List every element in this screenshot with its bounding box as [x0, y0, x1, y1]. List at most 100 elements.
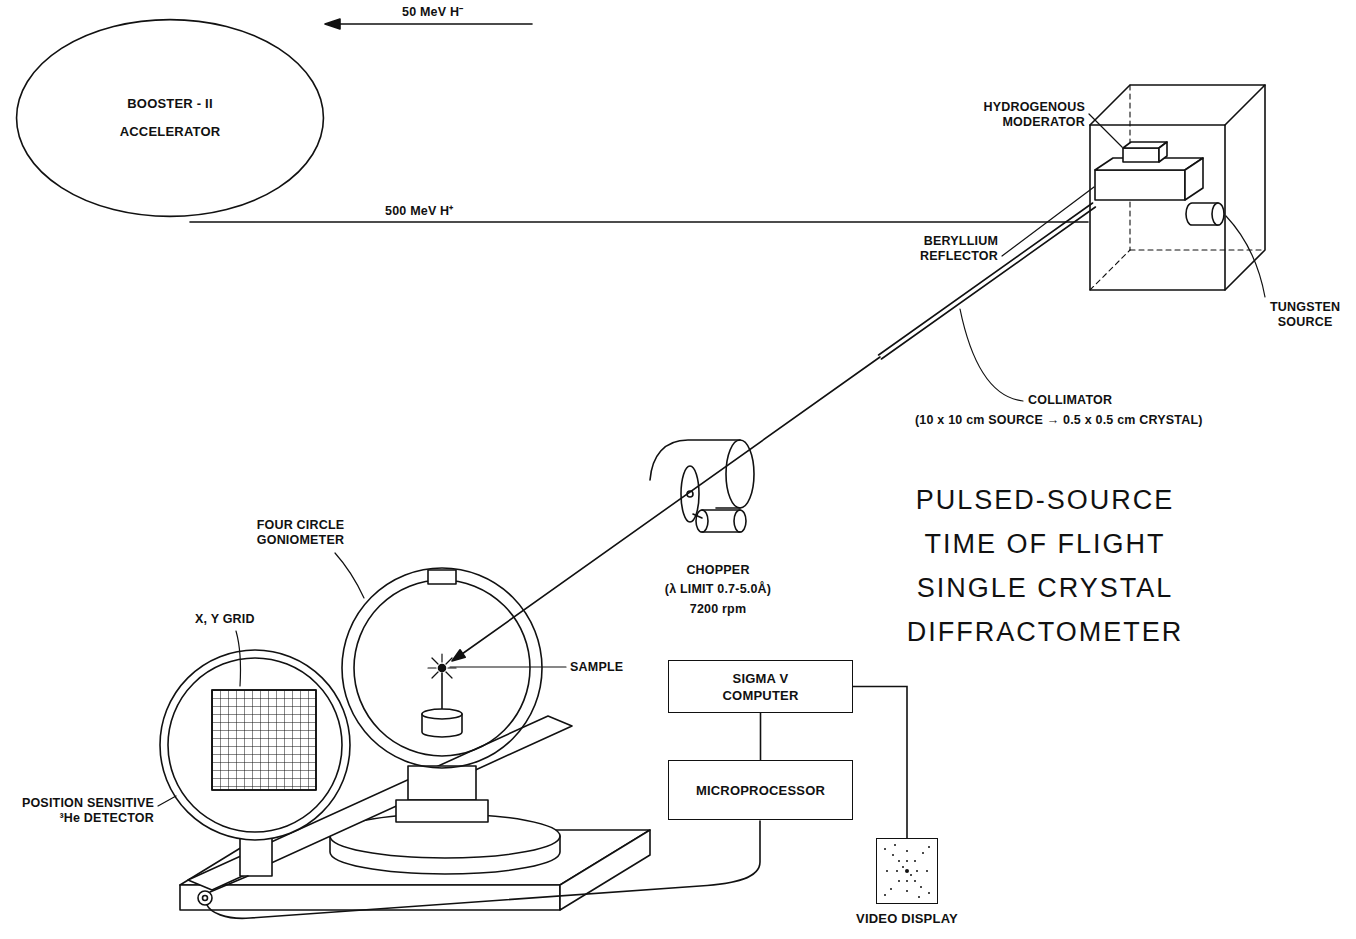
detector-drawing — [240, 836, 272, 876]
processor-box: MICROPROCESSOR — [668, 760, 853, 820]
tungsten-target — [1186, 203, 1224, 225]
injection-beam — [325, 19, 340, 29]
display-pattern — [905, 869, 909, 873]
part-label: HYDROGENOUS MODERATOR — [983, 100, 1085, 130]
injection-beam — [338, 23, 532, 25]
chopper-drawing — [650, 440, 754, 532]
base-slab — [198, 891, 212, 905]
chopper-drawing — [716, 507, 740, 509]
part-label: CHOPPER — [618, 563, 818, 578]
goniometer-drawing — [408, 766, 476, 800]
node-text-group: BOOSTER - II ACCELERATOR — [114, 90, 226, 146]
wavelength-note: (λ LIMIT 0.7-5.0Å) — [618, 582, 818, 597]
base-slab — [560, 830, 650, 910]
dimension-note: (10 x 10 cm SOURCE → 0.5 x 0.5 cm CRYSTA… — [915, 413, 1203, 428]
target-housing — [1090, 125, 1225, 290]
ellipse-outline — [17, 20, 324, 217]
rotation-table — [330, 814, 560, 874]
node-label: SIGMA V COMPUTER — [705, 670, 817, 704]
goniometer-drawing — [342, 568, 542, 822]
connector-line — [760, 713, 762, 760]
part-label: BERYLLIUM REFLECTOR — [920, 234, 998, 264]
moderator-block — [1159, 142, 1167, 162]
part-label: TUNGSTEN SOURCE — [1270, 300, 1340, 330]
display-pattern — [926, 870, 928, 872]
goniometer-drawing — [428, 654, 456, 678]
leader-lines — [450, 666, 566, 667]
display-pattern — [928, 892, 930, 894]
chopper-drawing — [734, 510, 746, 532]
data-cable — [207, 821, 760, 918]
display-pattern — [914, 860, 916, 862]
part-label: SAMPLE — [570, 660, 623, 675]
base-slab — [180, 885, 560, 910]
chopper-drawing — [702, 531, 740, 533]
display-pattern — [886, 870, 888, 872]
display-pattern — [928, 846, 930, 848]
chopper-drawing — [702, 509, 740, 511]
speed-note: 7200 rpm — [618, 602, 818, 617]
neutron-beam — [462, 357, 880, 654]
detector-drawing — [210, 876, 248, 892]
target-housing — [1090, 85, 1265, 290]
part-label: FOUR CIRCLE GONIOMETER — [238, 518, 363, 548]
leader-lines — [1002, 187, 1094, 256]
chopper-drawing — [696, 510, 708, 532]
display-pattern — [906, 860, 908, 862]
display-pattern — [898, 860, 900, 862]
collimator — [881, 207, 1095, 359]
display-pattern — [918, 896, 920, 898]
display-pattern — [884, 844, 930, 898]
computer-box: SIGMA V COMPUTER — [668, 660, 853, 713]
goniometer-drawing — [396, 800, 488, 822]
display-pattern — [896, 870, 898, 872]
display-pattern — [898, 880, 900, 882]
beryllium-reflector — [1185, 158, 1203, 200]
accelerator-ring: BOOSTER - II ACCELERATOR — [15, 18, 325, 218]
leader-lines — [158, 796, 176, 806]
goniometer-drawing — [428, 570, 456, 584]
display-pattern — [894, 844, 896, 846]
display-pattern — [884, 894, 886, 896]
beam-label: 50 MeV H⁻ — [402, 5, 463, 20]
display-pattern — [906, 850, 908, 852]
display-pattern — [922, 852, 924, 854]
leader-lines — [335, 553, 364, 598]
goniometer-drawing — [354, 580, 530, 756]
leader-lines — [960, 309, 1023, 401]
node-label: BOOSTER - II ACCELERATOR — [114, 90, 226, 146]
tungsten-target — [1212, 203, 1224, 225]
leader-lines — [236, 631, 241, 686]
target-housing — [1225, 85, 1265, 290]
display-pattern — [906, 890, 908, 892]
chopper-drawing — [681, 466, 699, 522]
video-display: VIDEO DISPLAY — [847, 838, 967, 927]
display-pattern — [920, 886, 922, 888]
chopper-drawing — [726, 440, 754, 508]
data-cable — [207, 821, 760, 918]
goniometer-drawing — [342, 568, 542, 768]
beam-label: 500 MeV H⁺ — [385, 204, 454, 219]
goniometer-drawing — [422, 709, 462, 719]
target-housing — [1090, 85, 1265, 290]
collimator — [879, 203, 1096, 359]
part-label: X, Y GRID — [195, 612, 255, 627]
moderator-block — [1123, 142, 1167, 162]
display-pattern — [890, 888, 892, 890]
ellipse-outline — [15, 18, 325, 218]
leader-lines — [158, 114, 1265, 806]
goniometer-drawing — [439, 665, 446, 672]
node-text-group: SIGMA V COMPUTER — [705, 670, 817, 704]
beryllium-reflector — [1095, 158, 1203, 200]
extraction-beam — [190, 221, 1088, 223]
display-pattern — [910, 874, 912, 876]
moderator-block — [1123, 148, 1159, 162]
goniometer-drawing — [441, 673, 443, 709]
base-slab — [203, 896, 208, 901]
detector-drawing — [212, 690, 316, 790]
part-label: POSITION SENSITIVE ³He DETECTOR — [12, 796, 154, 826]
diagram-title: PULSED-SOURCE TIME OF FLIGHT SINGLE CRYS… — [895, 478, 1195, 654]
display-pattern — [906, 880, 908, 882]
injection-beam — [325, 19, 532, 29]
